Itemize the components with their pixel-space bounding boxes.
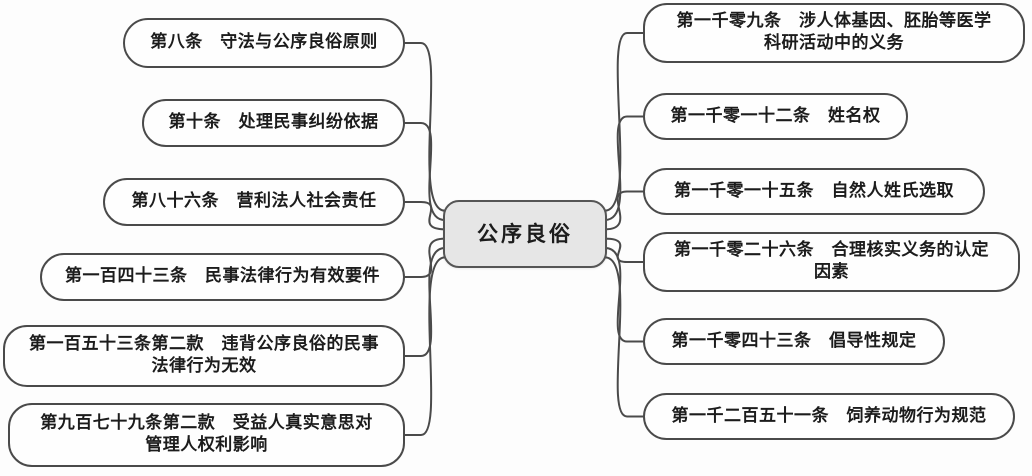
edge-left-l5 xyxy=(404,247,446,357)
edge-right-r2 xyxy=(604,115,644,221)
node-left-l4[interactable]: 第一百四十三条 民事法律行为有效要件 xyxy=(40,253,405,301)
center-node[interactable]: 公序良俗 xyxy=(443,200,607,268)
node-label: 第一千零二十六条 合理核实义务的认定 因素 xyxy=(674,240,989,282)
edge-left-l6 xyxy=(404,256,446,436)
node-left-l1[interactable]: 第八条 守法与公序良俗原则 xyxy=(123,18,405,68)
node-label: 第一千零四十三条 倡导性规定 xyxy=(671,330,917,351)
node-right-r2[interactable]: 第一千零一十二条 姓名权 xyxy=(643,93,908,140)
node-label: 第一千零一十五条 自然人姓氏选取 xyxy=(674,180,954,201)
edge-left-l3 xyxy=(404,201,446,231)
edge-right-r5 xyxy=(604,247,644,343)
node-label: 第一千零九条 涉人体基因、胚胎等医学 科研活动中的义务 xyxy=(676,11,992,53)
edge-left-l2 xyxy=(404,122,446,221)
node-right-r5[interactable]: 第一千零四十三条 倡导性规定 xyxy=(643,318,945,365)
edge-right-r1 xyxy=(604,32,644,212)
node-label: 第一百五十三条第二款 违背公序良俗的民事 法律行为无效 xyxy=(29,334,379,376)
node-right-r4[interactable]: 第一千零二十六条 合理核实义务的认定 因素 xyxy=(643,232,1020,292)
edge-left-l1 xyxy=(404,42,446,212)
node-right-r6[interactable]: 第一千二百五十一条 饲养动物行为规范 xyxy=(643,393,1015,440)
edge-right-r6 xyxy=(604,256,644,418)
center-node-label: 公序良俗 xyxy=(477,221,573,246)
node-label: 第一千零一十二条 姓名权 xyxy=(670,105,881,126)
node-label: 第十条 处理民事纠纷依据 xyxy=(168,112,379,133)
node-left-l5[interactable]: 第一百五十三条第二款 违背公序良俗的民事 法律行为无效 xyxy=(3,325,405,387)
node-label: 第八十六条 营利法人社会责任 xyxy=(131,191,377,212)
node-right-r1[interactable]: 第一千零九条 涉人体基因、胚胎等医学 科研活动中的义务 xyxy=(643,3,1025,63)
node-label: 第九百七十九条第二款 受益人真实意思对 管理人权利影响 xyxy=(40,413,373,455)
node-left-l6[interactable]: 第九百七十九条第二款 受益人真实意思对 管理人权利影响 xyxy=(8,403,405,467)
node-left-l2[interactable]: 第十条 处理民事纠纷依据 xyxy=(142,99,405,147)
node-label: 第一千二百五十一条 饲养动物行为规范 xyxy=(671,405,987,426)
edge-right-r3 xyxy=(604,190,644,231)
edge-right-r4 xyxy=(604,237,644,263)
node-label: 第一百四十三条 民事法律行为有效要件 xyxy=(65,266,380,287)
node-right-r3[interactable]: 第一千零一十五条 自然人姓氏选取 xyxy=(643,168,985,215)
node-label: 第八条 守法与公序良俗原则 xyxy=(150,32,378,53)
edge-left-l4 xyxy=(404,237,446,278)
node-left-l3[interactable]: 第八十六条 营利法人社会责任 xyxy=(103,178,405,226)
